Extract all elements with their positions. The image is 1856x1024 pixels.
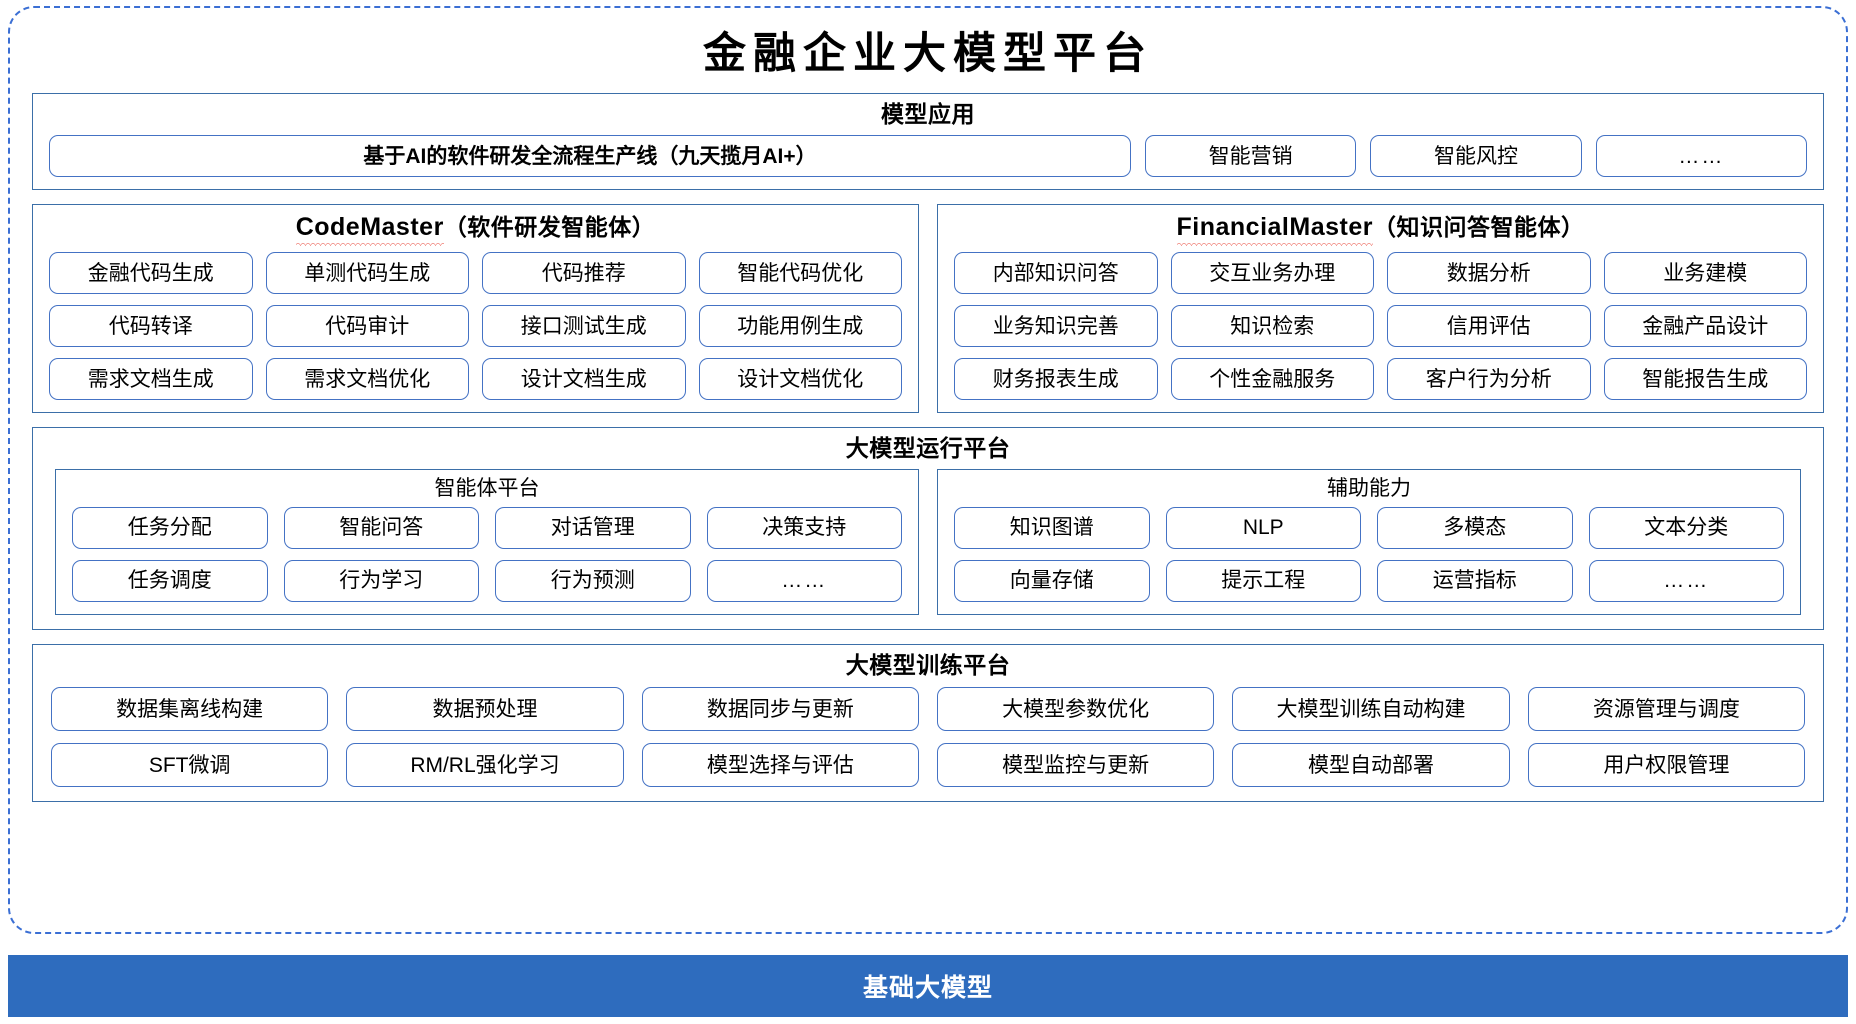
financial-master-item[interactable]: 信用评估 — [1387, 305, 1591, 348]
section-title-model-application: 模型应用 — [881, 101, 975, 128]
app-item-ai-pipeline[interactable]: 基于AI的软件研发全流程生产线（九天揽月AI+） — [49, 135, 1131, 178]
training-platform-item[interactable]: 数据同步与更新 — [641, 687, 919, 732]
financial-master-item[interactable]: 数据分析 — [1387, 252, 1591, 295]
agent-platform-item[interactable]: 智能问答 — [283, 506, 479, 549]
training-platform-item[interactable]: RM/RL强化学习 — [346, 743, 624, 788]
code-master-item[interactable]: 功能用例生成 — [698, 305, 902, 348]
training-platform-item[interactable]: 数据预处理 — [346, 687, 624, 732]
financial-master-item[interactable]: 客户行为分析 — [1387, 358, 1591, 401]
page-title: 金融企业大模型平台 — [703, 31, 1153, 78]
code-master-item[interactable]: 设计文档生成 — [482, 358, 686, 401]
section-code-master: CodeMaster（软件研发智能体） 金融代码生成 单测代码生成 代码推荐 智… — [32, 204, 919, 414]
training-platform-item[interactable]: 用户权限管理 — [1527, 743, 1805, 788]
agent-platform-item-more[interactable]: …… — [706, 559, 902, 602]
code-master-item[interactable]: 设计文档优化 — [698, 358, 902, 401]
subsection-title-support-capability: 辅助能力 — [1327, 476, 1411, 500]
training-platform-item[interactable]: 模型自动部署 — [1232, 743, 1510, 788]
agents-row: CodeMaster（软件研发智能体） 金融代码生成 单测代码生成 代码推荐 智… — [32, 204, 1824, 414]
support-capability-item[interactable]: 向量存储 — [954, 559, 1150, 602]
agent-platform-item[interactable]: 对话管理 — [495, 506, 691, 549]
code-master-item[interactable]: 接口测试生成 — [482, 305, 686, 348]
subsection-title-agent-platform: 智能体平台 — [434, 476, 540, 500]
section-financial-master: FinancialMaster（知识问答智能体） 内部知识问答 交互业务办理 数… — [937, 204, 1824, 414]
app-item-more[interactable]: …… — [1595, 135, 1807, 178]
training-platform-item[interactable]: SFT微调 — [51, 743, 329, 788]
subsection-agent-platform: 智能体平台 任务分配 智能问答 对话管理 决策支持 任务调度 行为学习 行为预测… — [55, 468, 919, 615]
code-master-item[interactable]: 智能代码优化 — [698, 252, 902, 295]
section-training-platform: 大模型训练平台 数据集离线构建 数据预处理 数据同步与更新 大模型参数优化 大模… — [32, 643, 1824, 803]
code-master-item[interactable]: 需求文档生成 — [49, 358, 253, 401]
code-master-name-en: CodeMaster — [295, 212, 444, 247]
code-master-name-cn: （软件研发智能体） — [443, 214, 656, 241]
agent-platform-items: 任务分配 智能问答 对话管理 决策支持 任务调度 行为学习 行为预测 …… — [56, 505, 918, 602]
code-master-item[interactable]: 需求文档优化 — [265, 358, 469, 401]
training-platform-item[interactable]: 大模型参数优化 — [937, 687, 1215, 732]
support-capability-item[interactable]: 提示工程 — [1165, 559, 1361, 602]
financial-master-name-cn: （知识问答智能体） — [1372, 214, 1585, 241]
financial-master-item[interactable]: 智能报告生成 — [1603, 358, 1807, 401]
section-model-application: 模型应用 基于AI的软件研发全流程生产线（九天揽月AI+） 智能营销 智能风控 … — [32, 93, 1824, 191]
section-title-financial-master: FinancialMaster（知识问答智能体） — [938, 205, 1823, 250]
training-platform-item[interactable]: 数据集离线构建 — [51, 687, 329, 732]
subsection-support-capability: 辅助能力 知识图谱 NLP 多模态 文本分类 向量存储 提示工程 运营指标 …… — [937, 468, 1801, 615]
agent-platform-item[interactable]: 行为预测 — [495, 559, 691, 602]
financial-master-item[interactable]: 财务报表生成 — [954, 358, 1158, 401]
support-capability-item[interactable]: NLP — [1165, 506, 1361, 549]
code-master-item[interactable]: 单测代码生成 — [265, 252, 469, 295]
training-platform-items: 数据集离线构建 数据预处理 数据同步与更新 大模型参数优化 大模型训练自动构建 … — [33, 685, 1823, 788]
agent-platform-item[interactable]: 任务调度 — [72, 559, 268, 602]
agent-platform-item[interactable]: 任务分配 — [72, 506, 268, 549]
code-master-item[interactable]: 代码审计 — [265, 305, 469, 348]
financial-master-item[interactable]: 交互业务办理 — [1170, 252, 1374, 295]
training-platform-item[interactable]: 大模型训练自动构建 — [1232, 687, 1510, 732]
code-master-item[interactable]: 代码转译 — [49, 305, 253, 348]
runtime-columns: 智能体平台 任务分配 智能问答 对话管理 决策支持 任务调度 行为学习 行为预测… — [33, 468, 1823, 615]
financial-master-item[interactable]: 业务知识完善 — [954, 305, 1158, 348]
code-master-items: 金融代码生成 单测代码生成 代码推荐 智能代码优化 代码转译 代码审计 接口测试… — [33, 250, 918, 401]
model-application-items: 基于AI的软件研发全流程生产线（九天揽月AI+） 智能营销 智能风控 …… — [33, 135, 1823, 178]
financial-master-item[interactable]: 知识检索 — [1170, 305, 1374, 348]
financial-master-item[interactable]: 内部知识问答 — [954, 252, 1158, 295]
support-capability-item-more[interactable]: …… — [1588, 559, 1784, 602]
training-platform-item[interactable]: 模型监控与更新 — [937, 743, 1215, 788]
support-capability-item[interactable]: 多模态 — [1377, 506, 1573, 549]
support-capability-item[interactable]: 文本分类 — [1588, 506, 1784, 549]
section-title-training-platform: 大模型训练平台 — [845, 651, 1011, 678]
training-platform-item[interactable]: 模型选择与评估 — [641, 743, 919, 788]
financial-master-item[interactable]: 业务建模 — [1603, 252, 1807, 295]
app-item-smart-risk-control[interactable]: 智能风控 — [1370, 135, 1582, 178]
training-platform-item[interactable]: 资源管理与调度 — [1527, 687, 1805, 732]
support-capability-items: 知识图谱 NLP 多模态 文本分类 向量存储 提示工程 运营指标 …… — [938, 505, 1800, 602]
section-runtime-platform: 大模型运行平台 智能体平台 任务分配 智能问答 对话管理 决策支持 任务调度 行… — [32, 427, 1824, 630]
section-title-runtime-platform: 大模型运行平台 — [845, 435, 1011, 462]
financial-master-item[interactable]: 个性金融服务 — [1170, 358, 1374, 401]
support-capability-item[interactable]: 运营指标 — [1377, 559, 1573, 602]
section-title-code-master: CodeMaster（软件研发智能体） — [33, 205, 918, 250]
financial-master-item[interactable]: 金融产品设计 — [1603, 305, 1807, 348]
platform-outer-frame: 金融企业大模型平台 模型应用 基于AI的软件研发全流程生产线（九天揽月AI+） … — [8, 6, 1848, 934]
code-master-item[interactable]: 代码推荐 — [482, 252, 686, 295]
financial-master-name-en: FinancialMaster — [1176, 212, 1374, 247]
financial-master-items: 内部知识问答 交互业务办理 数据分析 业务建模 业务知识完善 知识检索 信用评估… — [938, 250, 1823, 401]
base-model-bar: 基础大模型 — [8, 955, 1848, 1017]
app-item-smart-marketing[interactable]: 智能营销 — [1145, 135, 1357, 178]
agent-platform-item[interactable]: 行为学习 — [283, 559, 479, 602]
agent-platform-item[interactable]: 决策支持 — [706, 506, 902, 549]
support-capability-item[interactable]: 知识图谱 — [954, 506, 1150, 549]
code-master-item[interactable]: 金融代码生成 — [49, 252, 253, 295]
